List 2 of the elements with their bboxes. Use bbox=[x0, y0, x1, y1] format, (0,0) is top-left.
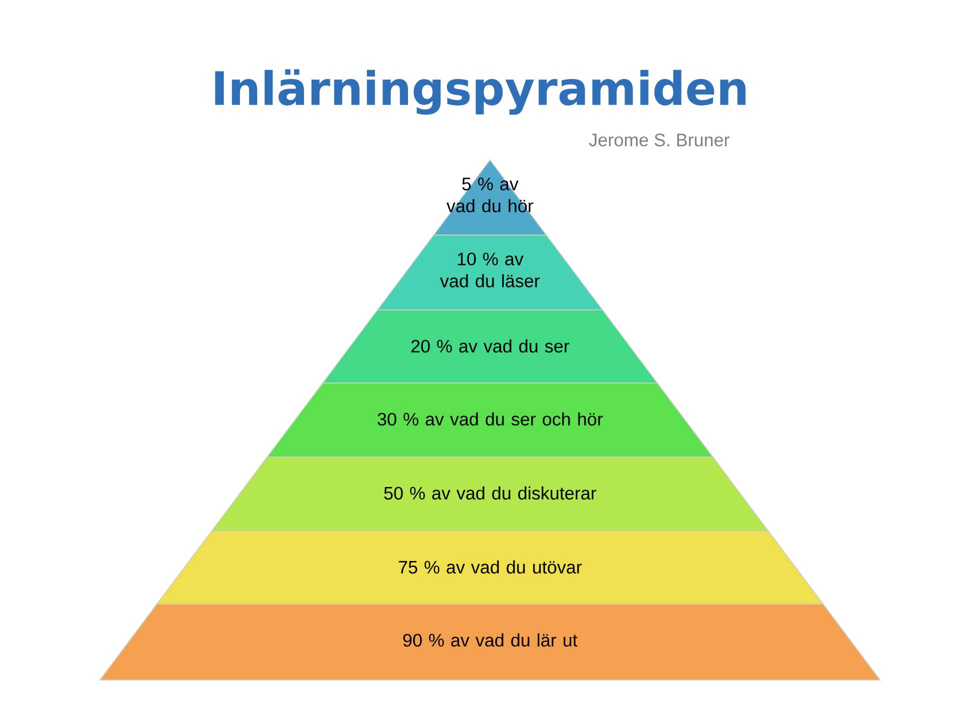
author-name: Jerome S. Bruner bbox=[589, 134, 730, 146]
title: Inlärningspyramiden bbox=[215, 69, 746, 115]
